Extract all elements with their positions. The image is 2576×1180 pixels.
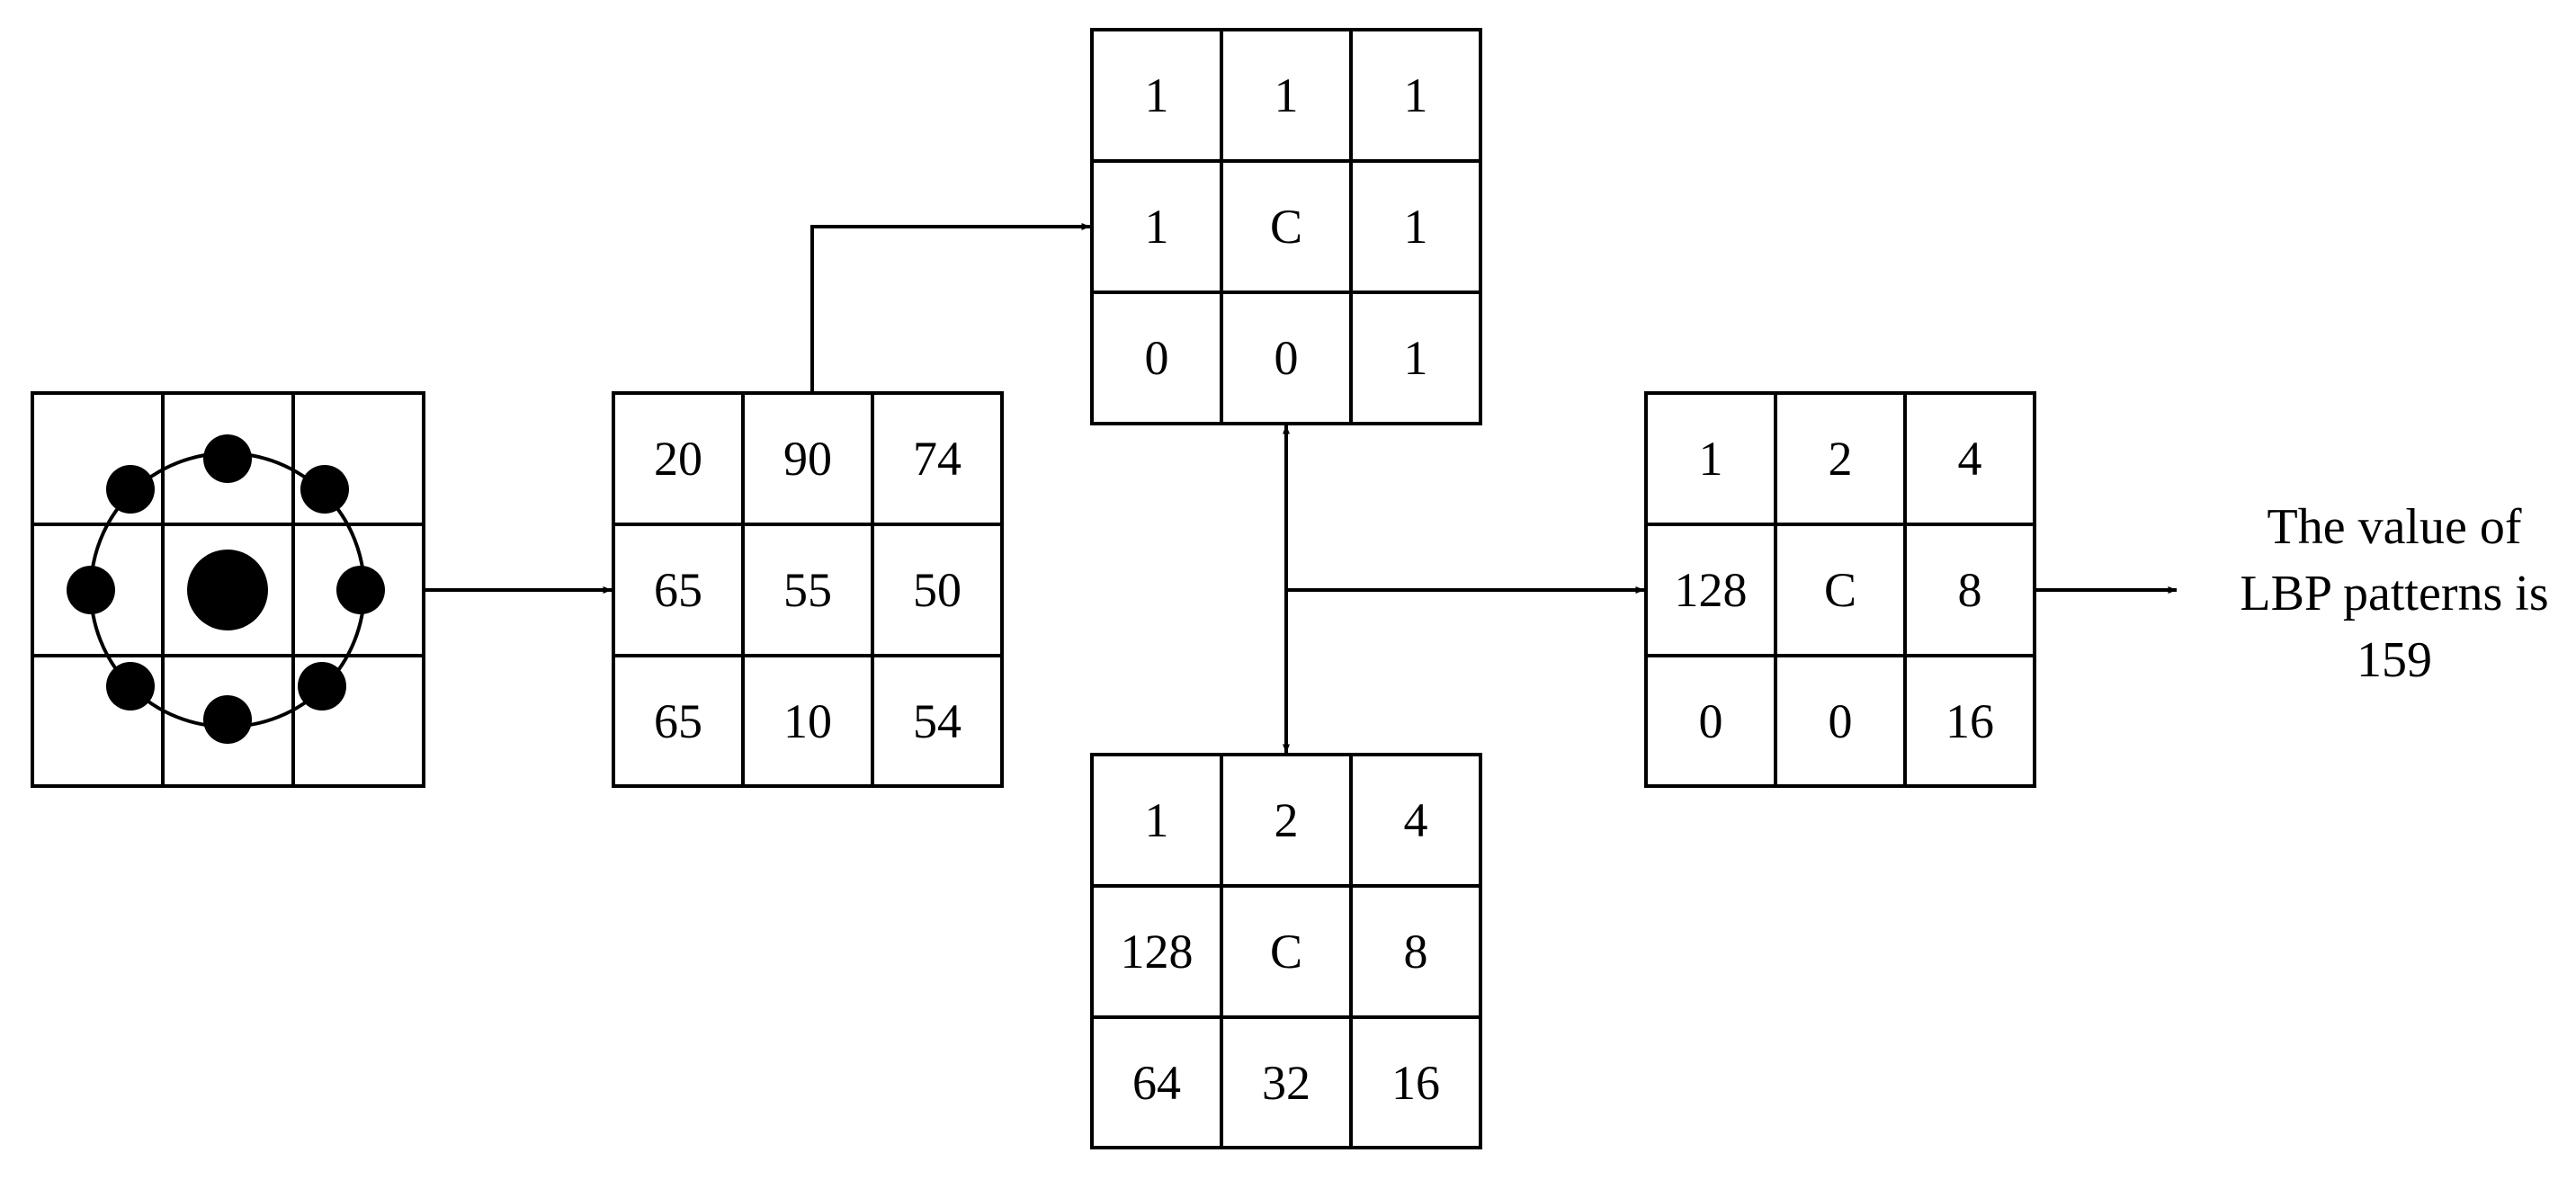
weight-cell: 64 [1132, 1056, 1181, 1110]
connectors [424, 223, 2178, 754]
weighted-cell: 128 [1675, 563, 1748, 617]
weighted-grid: 1 2 4 128 C 8 0 0 16 [1644, 391, 2036, 788]
pixel-value-grid: 20 90 74 65 55 50 65 10 54 [612, 391, 1004, 788]
pixel-cell: 50 [913, 563, 962, 617]
pixel-cell: 74 [913, 432, 962, 486]
binary-cell: 1 [1404, 68, 1428, 122]
result-line-2: LBP patterns is [2240, 566, 2548, 621]
weight-cell: 4 [1404, 793, 1428, 847]
result-line-3: 159 [2357, 632, 2432, 688]
weight-cell: 2 [1275, 793, 1299, 847]
neighbor-dot [203, 434, 252, 483]
weighted-cell: 4 [1958, 432, 1982, 486]
weight-cell: 32 [1262, 1056, 1310, 1110]
weight-cell: 8 [1404, 925, 1428, 979]
weight-grid: 1 2 4 128 C 8 64 32 16 [1090, 753, 1482, 1149]
neighbor-dot [203, 695, 252, 744]
center-pixel-dot [187, 550, 268, 630]
weighted-cell: 2 [1829, 432, 1853, 486]
neighbor-dot [67, 566, 115, 614]
result-line-1: The value of [2267, 499, 2522, 555]
weighted-cell: 0 [1829, 694, 1853, 748]
pixel-cell: 54 [913, 694, 962, 748]
weight-cell: 16 [1391, 1056, 1440, 1110]
binary-grid: 1 1 1 1 C 1 0 0 1 [1090, 28, 1482, 425]
binary-cell: 1 [1404, 200, 1428, 254]
pixel-cell: 20 [654, 432, 702, 486]
neighbor-dot [298, 662, 346, 711]
weighted-cell: 8 [1958, 563, 1982, 617]
weight-cell: 128 [1121, 925, 1194, 979]
neighbor-dot [336, 566, 385, 614]
binary-cell: 0 [1275, 331, 1299, 385]
weight-cell: C [1270, 925, 1302, 979]
weight-cell: 1 [1145, 793, 1169, 847]
weighted-cell: 16 [1945, 694, 1994, 748]
neighbor-dot [106, 662, 155, 711]
binary-cell: 1 [1145, 200, 1169, 254]
weighted-cell: 1 [1699, 432, 1723, 486]
binary-cell: 1 [1404, 331, 1428, 385]
neighbor-dots [67, 434, 385, 744]
pixel-cell: 55 [783, 563, 832, 617]
binary-cell: C [1270, 200, 1302, 254]
pixel-cell: 65 [654, 694, 702, 748]
pixel-cell: 90 [783, 432, 832, 486]
neighborhood-grid [31, 391, 425, 788]
binary-cell: 1 [1145, 68, 1169, 122]
arrow-pixels-to-binary [810, 223, 1091, 393]
result-label: The value of LBP patterns is 159 [2240, 499, 2548, 688]
pixel-cell: 10 [783, 694, 832, 748]
weighted-cell: 0 [1699, 694, 1723, 748]
neighbor-dot [300, 465, 349, 514]
neighbor-dot [106, 465, 155, 514]
pixel-cell: 65 [654, 563, 702, 617]
weighted-cell: C [1824, 563, 1856, 617]
binary-cell: 0 [1145, 331, 1169, 385]
binary-cell: 1 [1275, 68, 1299, 122]
